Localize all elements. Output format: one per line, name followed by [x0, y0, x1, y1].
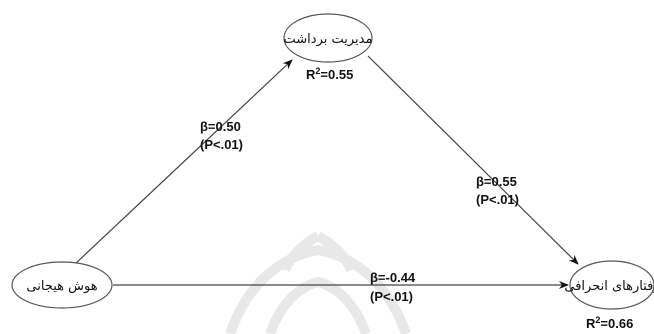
node-impression-management: مدیریت برداشت — [283, 13, 373, 63]
node-emotional-intelligence-label: هوش هیجانی — [26, 279, 97, 294]
beta-im-to-db: β=0.55 — [476, 174, 517, 189]
arrow-ei-to-im — [74, 59, 293, 265]
node-emotional-intelligence: هوش هیجانی — [11, 261, 113, 309]
r2-deviant-behavior: R2=0.66 — [586, 315, 633, 331]
p-ei-to-db: (P<.01) — [370, 289, 413, 304]
p-im-to-db: (P<.01) — [476, 192, 519, 207]
beta-ei-to-db: β=-0.44 — [370, 270, 416, 285]
node-deviant-behavior: رفتارهای انحرافی — [564, 260, 654, 310]
r2-impression-management: R2=0.55 — [306, 66, 353, 82]
p-ei-to-im: (P<.01) — [200, 137, 243, 152]
beta-ei-to-im: β=0.50 — [200, 119, 241, 134]
node-impression-management-label: مدیریت برداشت — [284, 32, 373, 47]
watermark-ornament — [225, 231, 411, 334]
arrow-im-to-db — [367, 55, 579, 265]
node-deviant-behavior-label: رفتارهای انحرافی — [564, 279, 654, 294]
